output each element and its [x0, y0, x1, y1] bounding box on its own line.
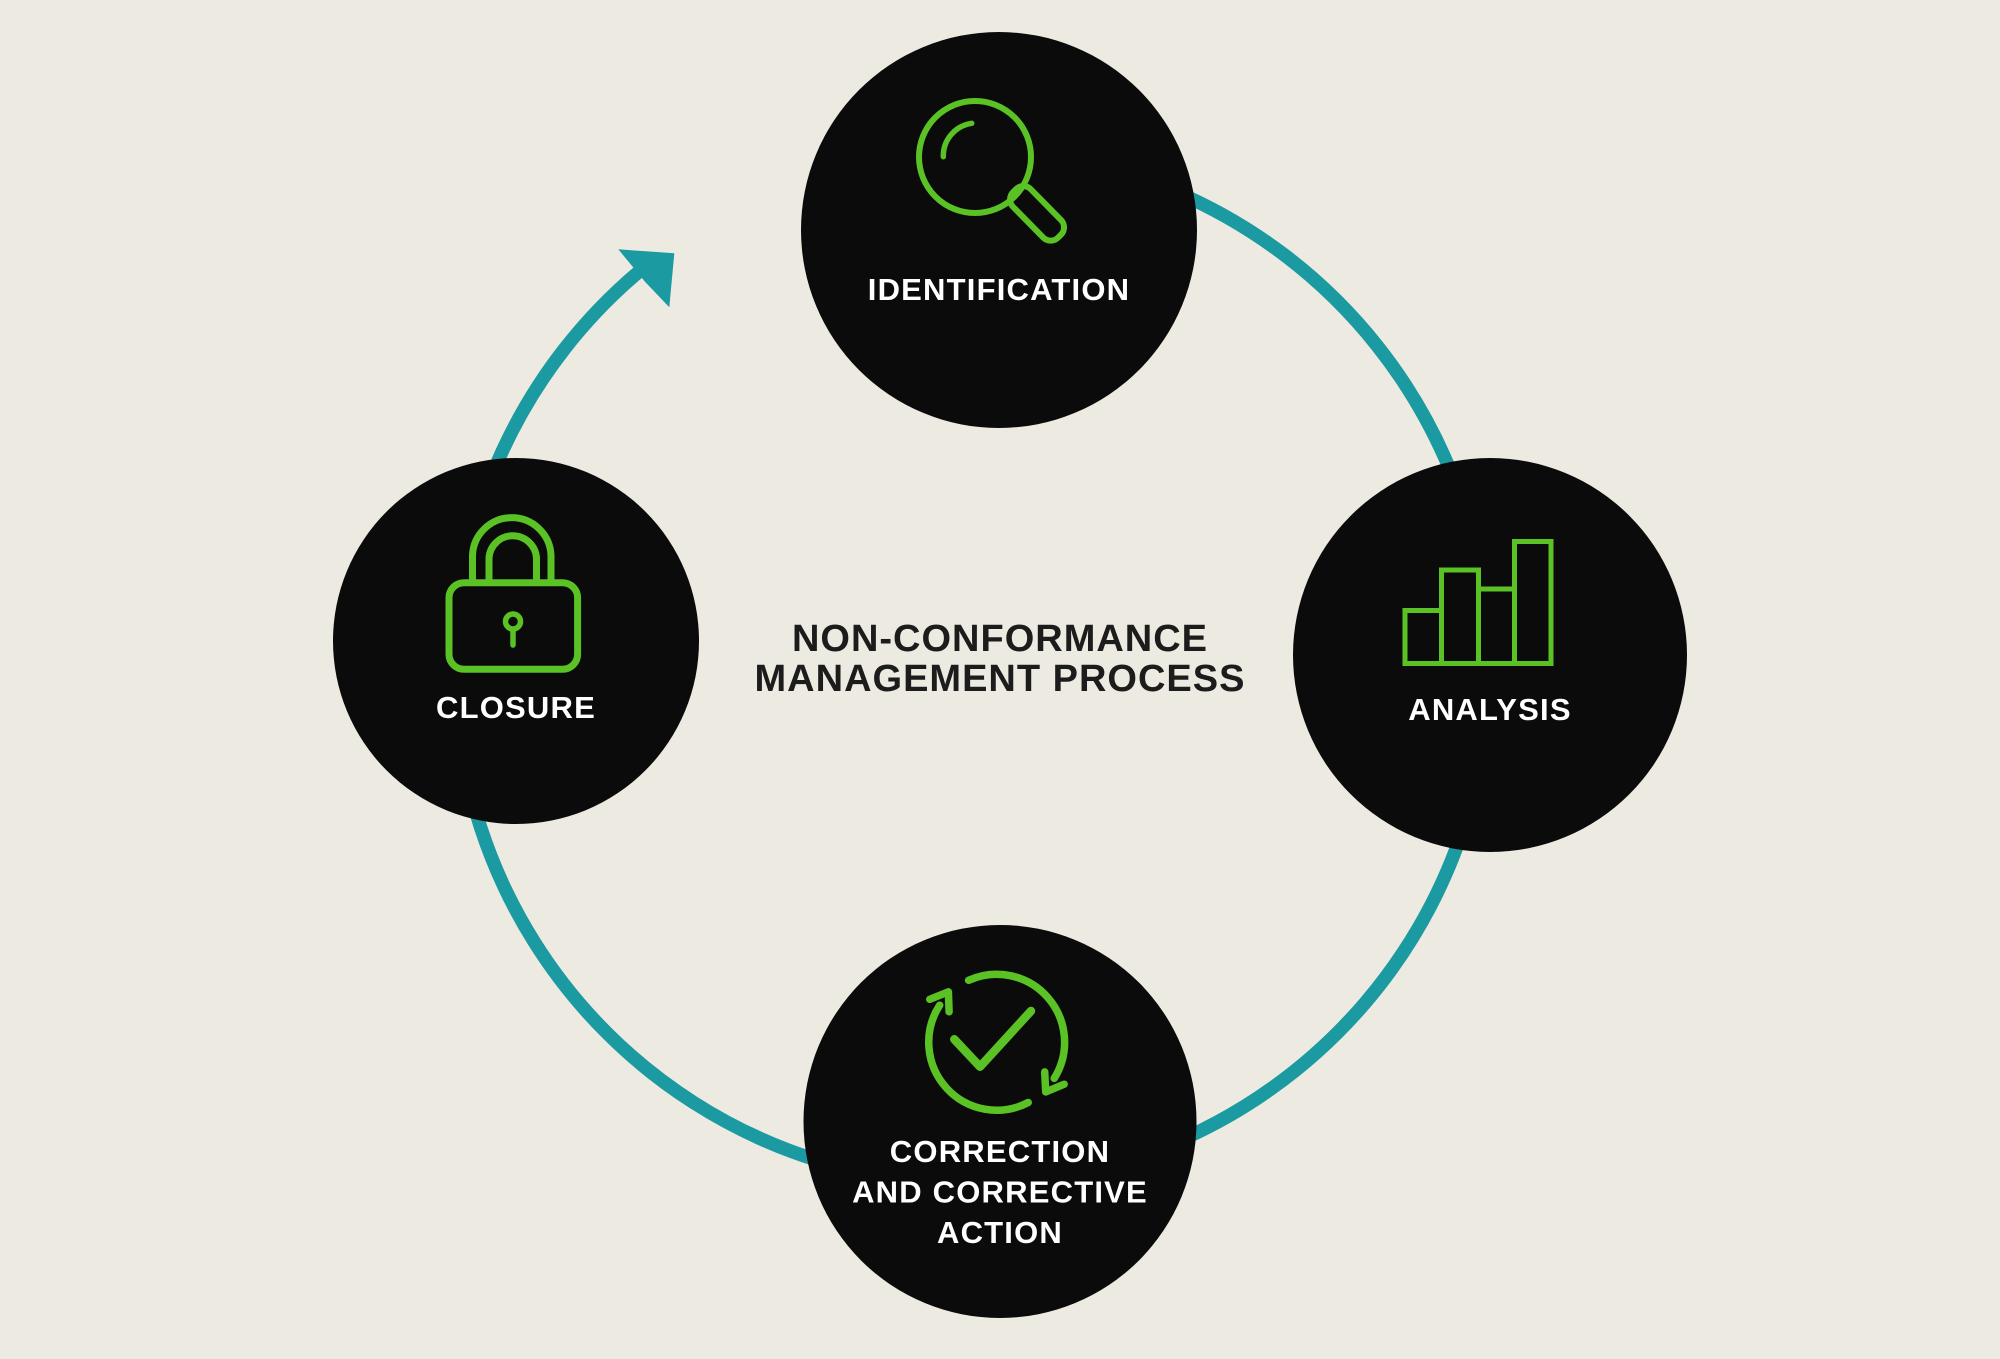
node-analysis: ANALYSIS [1293, 458, 1687, 852]
closure-label: CLOSURE [436, 690, 596, 725]
diagram-title-line2: MANAGEMENT PROCESS [755, 658, 1246, 700]
diagram-title: NON-CONFORMANCE MANAGEMENT PROCESS [755, 618, 1246, 700]
analysis-circle [1293, 458, 1687, 852]
correction-circle [803, 925, 1197, 1318]
magnifier-icon [916, 98, 1068, 244]
diagram-title-line1: NON-CONFORMANCE [792, 618, 1208, 660]
correction-label-line3: ACTION [937, 1215, 1063, 1250]
identification-label: IDENTIFICATION [868, 272, 1130, 307]
node-correction: CORRECTION AND CORRECTIVE ACTION [803, 925, 1197, 1318]
analysis-label: ANALYSIS [1408, 692, 1572, 727]
arrowhead-icon [618, 249, 675, 308]
bar-chart-icon [1402, 539, 1554, 666]
identification-circle [801, 32, 1197, 428]
node-closure: CLOSURE [333, 458, 699, 824]
correction-label-line2: AND CORRECTIVE [852, 1175, 1148, 1210]
node-identification: IDENTIFICATION [801, 32, 1197, 428]
correction-label-line1: CORRECTION [890, 1134, 1110, 1169]
refresh-check-icon [925, 970, 1069, 1114]
padlock-icon [445, 514, 582, 673]
closure-circle [333, 458, 699, 824]
